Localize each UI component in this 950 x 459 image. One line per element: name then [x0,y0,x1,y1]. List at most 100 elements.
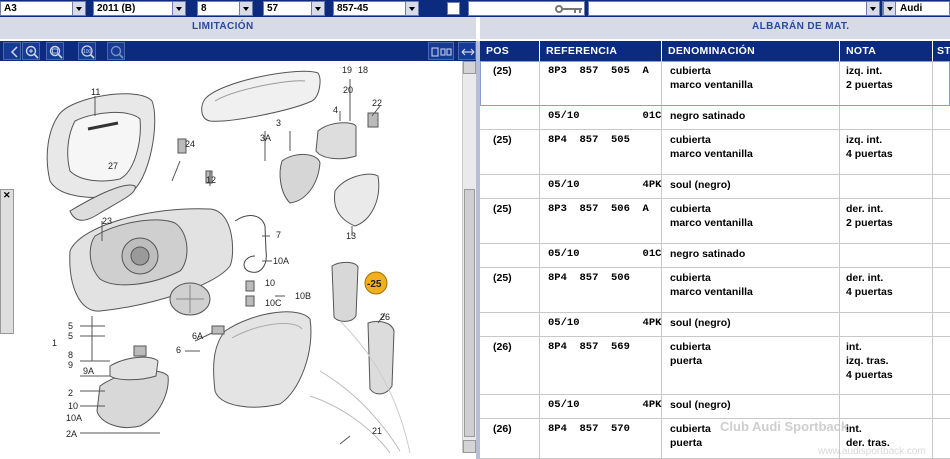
denom-text: puerta [670,355,703,367]
view-toggle-icon [431,47,452,57]
svg-text:3A: 3A [260,133,271,143]
cell-pos [480,313,540,336]
scroll-thumb[interactable] [464,189,475,437]
ref-text: 05/10 01C [548,110,662,122]
chevron-down-icon[interactable] [866,2,879,15]
svg-text:6: 6 [176,345,181,355]
denom-text: marco ventanilla [670,286,753,298]
col-referencia[interactable]: REFERENCIA [540,41,662,61]
cell-pos: (25) [480,199,540,243]
svg-text:5: 5 [68,321,73,331]
zoom-in-button[interactable] [22,42,40,60]
nota-text: 4 puertas [846,148,893,160]
nota-text: der. tras. [846,437,890,449]
scroll-down-button[interactable] [463,440,476,453]
catalog-value: Audi [900,3,923,14]
cell-st [933,419,950,458]
cell-st [933,244,950,267]
chevron-down-icon[interactable] [883,2,896,15]
illustration-value: 857-45 [337,3,369,14]
zoom-search-button[interactable] [107,42,125,60]
cell-st [933,130,950,174]
chevron-down-icon[interactable] [239,2,252,15]
model-select[interactable]: A3 [0,1,86,16]
scroll-up-button[interactable] [463,61,476,74]
zoom-out-button[interactable] [3,42,21,60]
cell-pos [480,395,540,418]
filter-bar: A3 2011 (B) 8 57 857-45 [0,0,950,17]
col-pos[interactable]: POS [480,41,540,61]
cell-referencia: 05/10 01C [540,106,662,129]
highlighted-callout-25: -25 [364,271,388,295]
chevron-down-icon[interactable] [72,2,85,15]
expand-button[interactable] [458,42,476,60]
cell-nota: der. int.2 puertas [840,199,933,243]
watermark: Club Audi Sportback [720,419,849,434]
sub-group-select[interactable]: 57 [263,1,325,16]
col-st[interactable]: ST [937,45,950,57]
panel-splitter[interactable] [476,41,480,459]
legend-panel[interactable]: ✕ [0,189,14,334]
chevron-down-icon[interactable] [405,2,418,15]
close-icon[interactable]: ✕ [3,190,11,200]
chevron-down-icon[interactable] [311,2,324,15]
catalog-select[interactable]: Audi [882,1,950,16]
denom-text: marco ventanilla [670,148,753,160]
pos-text: (25) [493,272,512,284]
col-nota[interactable]: NOTA [840,41,933,61]
model-value: A3 [4,3,17,14]
denom-text: cubierta [670,203,711,215]
ref-text: 8P4 857 505 [548,134,630,146]
year-select[interactable]: 2011 (B) [93,1,186,16]
diagram-scrollbar[interactable] [462,61,476,453]
main-group-select[interactable]: 8 [197,1,253,16]
cell-pos: (26) [480,419,540,458]
zoom-100-icon: 100 [81,45,95,59]
svg-text:20: 20 [343,85,353,95]
zoom-out-icon [10,46,18,58]
pos-text: (26) [493,341,512,353]
search-select[interactable] [588,1,880,16]
nota-text: izq. int. [846,134,883,146]
nota-text: der. int. [846,203,884,215]
svg-text:10A: 10A [273,256,289,266]
zoom-area-button[interactable] [46,42,64,60]
svg-text:10: 10 [265,278,275,288]
pos-text: (25) [493,203,512,215]
zoom-100-button[interactable]: 100 [78,42,96,60]
print-view-button[interactable] [428,42,454,60]
section-header-right: ALBARÁN DE MAT. [480,17,950,39]
ref-text: 8P4 857 506 [548,272,630,284]
filter-checkbox[interactable] [447,2,460,15]
pos-text: (26) [493,423,512,435]
ref-text: 8P3 857 506 A [548,203,649,215]
parts-table-header: POS REFERENCIA DENOMINACIÓN NOTA ST [480,41,950,61]
cell-nota [840,106,933,129]
svg-text:1: 1 [52,338,57,348]
svg-text:3: 3 [276,118,281,128]
chevron-down-icon[interactable] [172,2,185,15]
illustration-select[interactable]: 857-45 [333,1,419,16]
col-denominacion[interactable]: DENOMINACIÓN [662,41,840,61]
key-slider[interactable] [468,1,585,16]
cell-referencia: 05/10 4PK [540,175,662,198]
svg-text:11: 11 [91,87,100,97]
denom-text: puerta [670,437,703,449]
svg-text:8: 8 [68,350,73,360]
